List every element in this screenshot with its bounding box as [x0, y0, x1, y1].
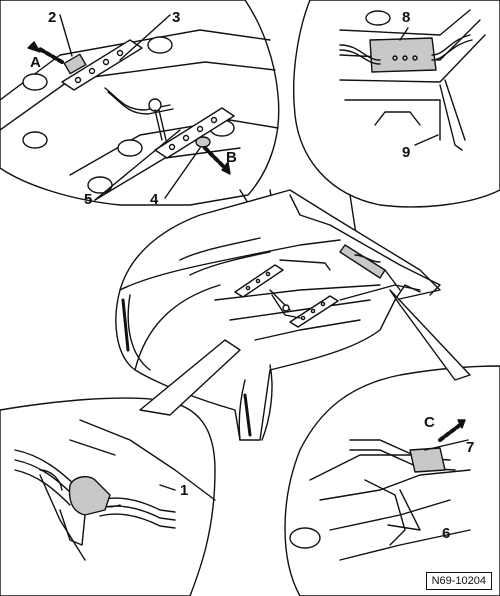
detail-view-top-left — [0, 0, 283, 259]
reference-code: N69-10204 — [425, 572, 492, 590]
callout-2: 2 — [48, 9, 57, 26]
callout-1: 1 — [180, 482, 189, 499]
callout-7: 7 — [466, 439, 475, 456]
callout-label-C: C — [424, 414, 435, 431]
callout-6: 6 — [442, 525, 451, 542]
detail-view-bottom-right — [284, 289, 500, 596]
callout-4: 4 — [150, 191, 159, 208]
callout-label-A: A — [30, 54, 41, 71]
callout-label-B: B — [226, 149, 237, 166]
callout-3: 3 — [172, 9, 181, 26]
detail-view-top-right — [292, 0, 500, 261]
callout-8: 8 — [402, 9, 411, 26]
callout-9: 9 — [402, 144, 411, 161]
detail-view-bottom-left — [0, 339, 241, 596]
callout-5: 5 — [84, 191, 93, 208]
